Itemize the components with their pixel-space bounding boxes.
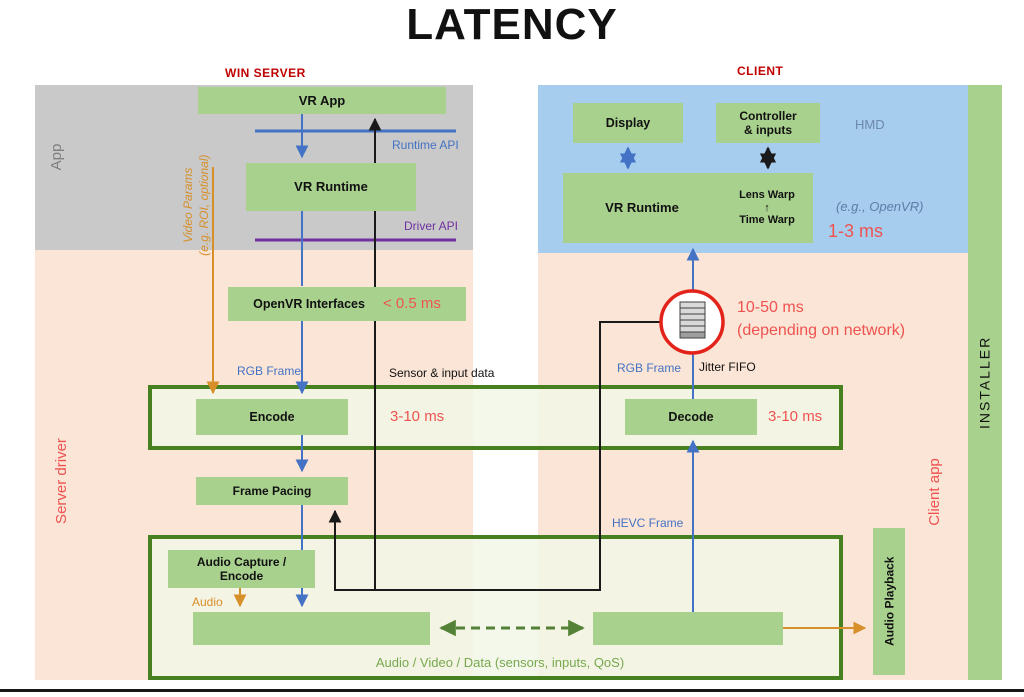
client-header: CLIENT xyxy=(737,64,784,78)
openvr-note-label: (e.g., OpenVR) xyxy=(836,199,924,214)
audio-playback-label: Audio Playback xyxy=(882,556,897,646)
audio-capture-label-line2: Encode xyxy=(219,569,264,583)
vr-app-label: VR App xyxy=(298,92,346,108)
client-vr-runtime-box: VR Runtime Lens Warp ↑ Time Warp xyxy=(563,173,813,243)
video-params-line2: (e.g. ROI, optional) xyxy=(197,154,211,256)
server-stream-box xyxy=(193,612,430,645)
network-latency-line1: 10-50 ms xyxy=(737,299,804,316)
jitter-fifo-label: Jitter FIFO xyxy=(699,360,756,374)
bottom-divider-line xyxy=(0,689,1024,692)
video-params-label: Video Params (e.g. ROI, optional) xyxy=(180,120,212,290)
runtime-api-label: Runtime API xyxy=(392,138,459,152)
warp-stack: Lens Warp ↑ Time Warp xyxy=(721,189,813,227)
server-driver-label: Server driver xyxy=(53,438,70,524)
sensor-input-label: Sensor & input data xyxy=(389,366,495,380)
rgb-frame-label-server: RGB Frame xyxy=(237,364,302,378)
encode-latency-metric: 3-10 ms xyxy=(390,408,445,425)
warp-up-arrow-icon: ↑ xyxy=(764,201,770,214)
installer-bar xyxy=(968,85,1002,680)
encode-label: Encode xyxy=(249,409,295,424)
lens-warp-label: Lens Warp xyxy=(739,189,795,202)
audio-label: Audio xyxy=(192,595,223,609)
encode-box: Encode xyxy=(196,399,348,435)
audio-capture-box: Audio Capture / Encode xyxy=(168,550,315,588)
app-region-label: App xyxy=(48,143,65,171)
openvr-latency-metric: < 0.5 ms xyxy=(382,295,441,312)
page-title: LATENCY xyxy=(406,0,618,49)
warp-latency-metric: 1-3 ms xyxy=(828,221,884,241)
client-vr-runtime-label: VR Runtime xyxy=(605,200,679,216)
video-params-line1: Video Params xyxy=(180,167,195,243)
client-app-label: Client app xyxy=(926,458,943,526)
controller-box: Controller & inputs xyxy=(716,103,820,143)
transport-label: Audio / Video / Data (sensors, inputs, Q… xyxy=(375,655,625,670)
frame-pacing-box: Frame Pacing xyxy=(196,477,348,505)
audio-playback-box xyxy=(873,528,905,675)
network-latency-line2: (depending on network) xyxy=(737,322,906,340)
openvr-interfaces-box: OpenVR Interfaces < 0.5 ms xyxy=(228,287,466,321)
vr-app-box: VR App xyxy=(198,87,446,114)
hmd-label: HMD xyxy=(855,117,885,132)
display-box: Display xyxy=(573,103,683,143)
driver-api-label: Driver API xyxy=(404,219,459,233)
network-latency-metric: 10-50 ms (depending on network) xyxy=(737,296,905,342)
installer-label: INSTALLER xyxy=(976,335,993,430)
audio-capture-label-line1: Audio Capture / xyxy=(196,554,287,569)
hevc-frame-label: HEVC Frame xyxy=(612,516,684,530)
decode-label: Decode xyxy=(668,409,714,424)
time-warp-label: Time Warp xyxy=(739,214,795,227)
rgb-frame-label-client: RGB Frame xyxy=(617,361,682,375)
client-stream-box xyxy=(593,612,783,645)
vr-runtime-box: VR Runtime xyxy=(246,163,416,211)
win-server-header: WIN SERVER xyxy=(225,66,306,80)
decode-latency-metric: 3-10 ms xyxy=(768,408,823,425)
controller-label-line2: & inputs xyxy=(744,123,792,137)
decode-box: Decode xyxy=(625,399,757,435)
vr-runtime-label: VR Runtime xyxy=(294,179,368,195)
openvr-interfaces-label: OpenVR Interfaces xyxy=(253,296,365,311)
display-label: Display xyxy=(605,115,651,130)
controller-label-line1: Controller xyxy=(739,108,797,123)
frame-pacing-label: Frame Pacing xyxy=(232,483,312,498)
